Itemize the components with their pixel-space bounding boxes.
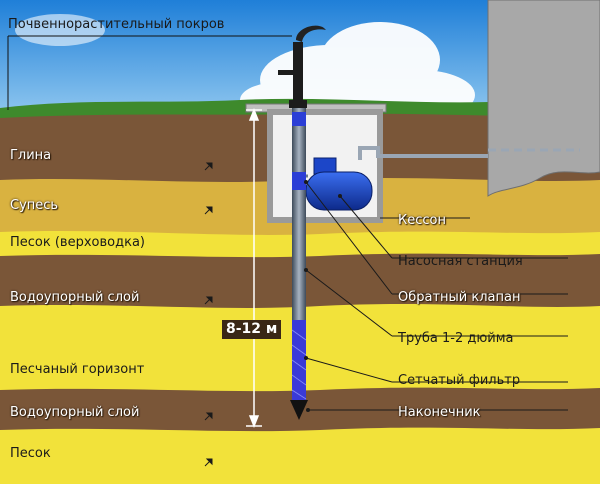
callout-pipe: Труба 1-2 дюйма	[398, 331, 514, 346]
depth-label: 8-12 м	[222, 320, 282, 339]
callout-dots	[304, 180, 342, 412]
callout-tip: Наконечник	[398, 405, 481, 420]
label-sandy-loam: Супесь	[10, 198, 59, 213]
hand-pump	[278, 25, 326, 108]
label-sand: Песок	[10, 446, 51, 461]
well-pipe	[292, 108, 306, 320]
depth-dimension	[246, 107, 262, 429]
label-aquiclude-1: Водоупорный слой	[10, 290, 140, 305]
top-cover-leader	[7, 35, 292, 110]
label-sand-horizon: Песчаный горизонт	[10, 362, 145, 377]
callout-leaders	[305, 181, 568, 411]
label-perched-sand: Песок (верховодка)	[10, 235, 145, 250]
pump-station	[300, 157, 373, 211]
pipe-coupling	[292, 112, 306, 126]
house-supply-pipe	[358, 146, 580, 160]
callout-caisson: Кессон	[398, 213, 446, 228]
label-top-cover: Почвеннорастительный покров	[8, 17, 225, 32]
mesh-filter	[292, 320, 306, 400]
house-wall	[488, 0, 600, 196]
callout-pump-station: Насосная станция	[398, 254, 523, 269]
label-aquiclude-2: Водоупорный слой	[10, 405, 140, 420]
callout-mesh-filter: Сетчатый фильтр	[398, 373, 521, 388]
well-tip	[290, 400, 308, 420]
layer-marker-arrows	[204, 162, 213, 467]
check-valve	[292, 172, 306, 190]
sand-bottom-layer	[0, 427, 600, 484]
callout-check-valve: Обратный клапан	[398, 290, 521, 305]
label-clay: Глина	[10, 148, 52, 163]
